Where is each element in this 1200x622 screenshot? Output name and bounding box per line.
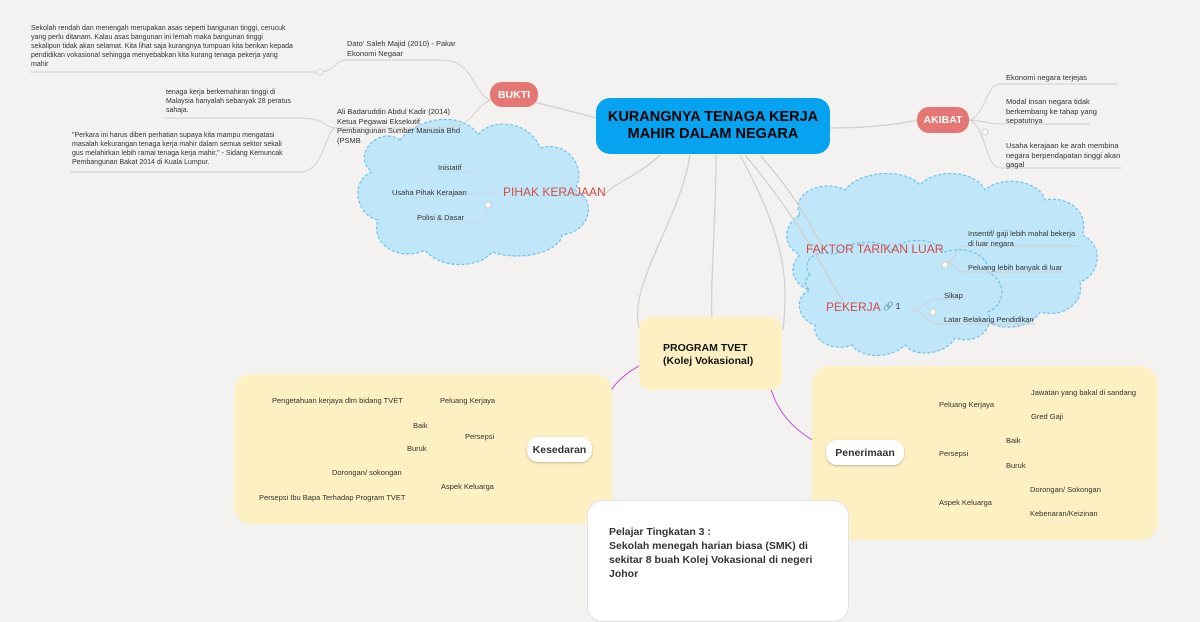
penerimaan-aspek[interactable]: Aspek Keluarga [939,498,992,507]
bukti-topic[interactable]: BUKTI [490,82,538,107]
bukti-source2-quote[interactable]: "Perkara ini harus diberi perhatian supa… [72,132,283,166]
tvet-topic[interactable]: PROGRAM TVET (Kolej Vokasional) [663,342,754,367]
junction-dot [981,128,989,136]
penerimaan-aspek-item[interactable]: Kebenaran/Keizinan [1030,509,1098,518]
bukti-source1[interactable]: Dato' Saleh Majid (2010) - Pakar Ekonomi… [347,39,456,58]
akibat-item[interactable]: Modal insan negara tidak berkembang ke t… [1006,97,1097,125]
kesedaran-peluang[interactable]: Peluang Kerjaya [440,396,496,405]
kesedaran-peluang-item[interactable]: Pengetahuan kerjaya dlm bidang TVET [272,396,403,405]
akibat-item[interactable]: Usaha kerajaan ke arah membina negara be… [1006,141,1121,169]
pelajar-topic[interactable]: Pelajar Tingkatan 3 : Sekolah menegah ha… [609,526,813,580]
penerimaan-persepsi-item[interactable]: Buruk [1006,461,1026,470]
faktor-item[interactable]: Peluang lebih banyak di luar [968,263,1063,272]
penerimaan-persepsi-item[interactable]: Baik [1006,436,1021,445]
pihak-kerajaan-item[interactable]: Polisi & Dasar [417,213,465,222]
pihak-kerajaan-item[interactable]: Usaha Pihak Kerajaan [392,188,467,197]
pekerja-item[interactable]: Sikap [944,291,963,300]
junction-dot [941,261,949,269]
pihak-kerajaan-item[interactable]: Inisiatif [438,163,462,172]
kesedaran-aspek-item[interactable]: Dorongan/ sokongan [332,468,402,477]
bukti-source2-fact[interactable]: tenaga kerja berkemahiran tinggi di Mala… [166,89,291,114]
penerimaan-peluang[interactable]: Peluang Kerjaya [939,400,995,409]
penerimaan-peluang-item[interactable]: Jawatan yang bakal di sandang [1031,388,1137,397]
connector-layer [30,59,1138,586]
kesedaran-persepsi-item[interactable]: Baik [413,421,428,430]
pihak-kerajaan-topic[interactable]: PIHAK KERAJAAN [503,185,606,199]
kesedaran-aspek[interactable]: Aspek Keluarga [441,482,494,491]
cloud-pihak-kerajaan [357,118,590,266]
bukti-source2[interactable]: Ali Badaruddin Abdul Kadir (2014) Ketua … [337,107,460,145]
penerimaan-peluang-item[interactable]: Gred Gaji [1031,412,1064,421]
kesedaran-topic[interactable]: Kesedaran [527,437,592,462]
faktor-item[interactable]: Insentif/ gaji lebih mahal bekerja di lu… [968,229,1076,248]
kesedaran-persepsi-item[interactable]: Buruk [407,444,427,453]
kesedaran-persepsi[interactable]: Persepsi [465,432,495,441]
link-icon[interactable]: 🔗1 [883,301,901,311]
mind-map-canvas: KURANGNYA TENAGA KERJA MAHIR DALAM NEGAR… [30,25,1158,622]
penerimaan-topic[interactable]: Penerimaan [826,440,904,465]
penerimaan-persepsi[interactable]: Persepsi [939,449,969,458]
cloud-pekerja [798,239,1003,357]
tvet-box [639,317,782,390]
akibat-item[interactable]: Ekonomi negara terjejas [1006,73,1087,82]
bukti-source1-quote[interactable]: Sekolah rendah dan menengah merupakan as… [31,25,293,68]
link-count: 1 [895,301,901,311]
pekerja-item[interactable]: Latar Belakang Pendidikan [944,315,1034,324]
root-topic[interactable]: KURANGNYA TENAGA KERJA MAHIR DALAM NEGAR… [596,98,830,154]
faktor-topic[interactable]: FAKTOR TARIKAN LUAR [806,242,944,256]
junction-dot [929,308,937,316]
akibat-topic[interactable]: AKIBAT [917,107,969,133]
kesedaran-aspek-item[interactable]: Persepsi Ibu Bapa Terhadap Program TVET [259,493,406,502]
junction-dot [316,68,324,76]
junction-dot [484,201,492,209]
pekerja-topic[interactable]: PEKERJA [826,300,881,314]
penerimaan-aspek-item[interactable]: Dorongan/ Sokongan [1030,485,1101,494]
